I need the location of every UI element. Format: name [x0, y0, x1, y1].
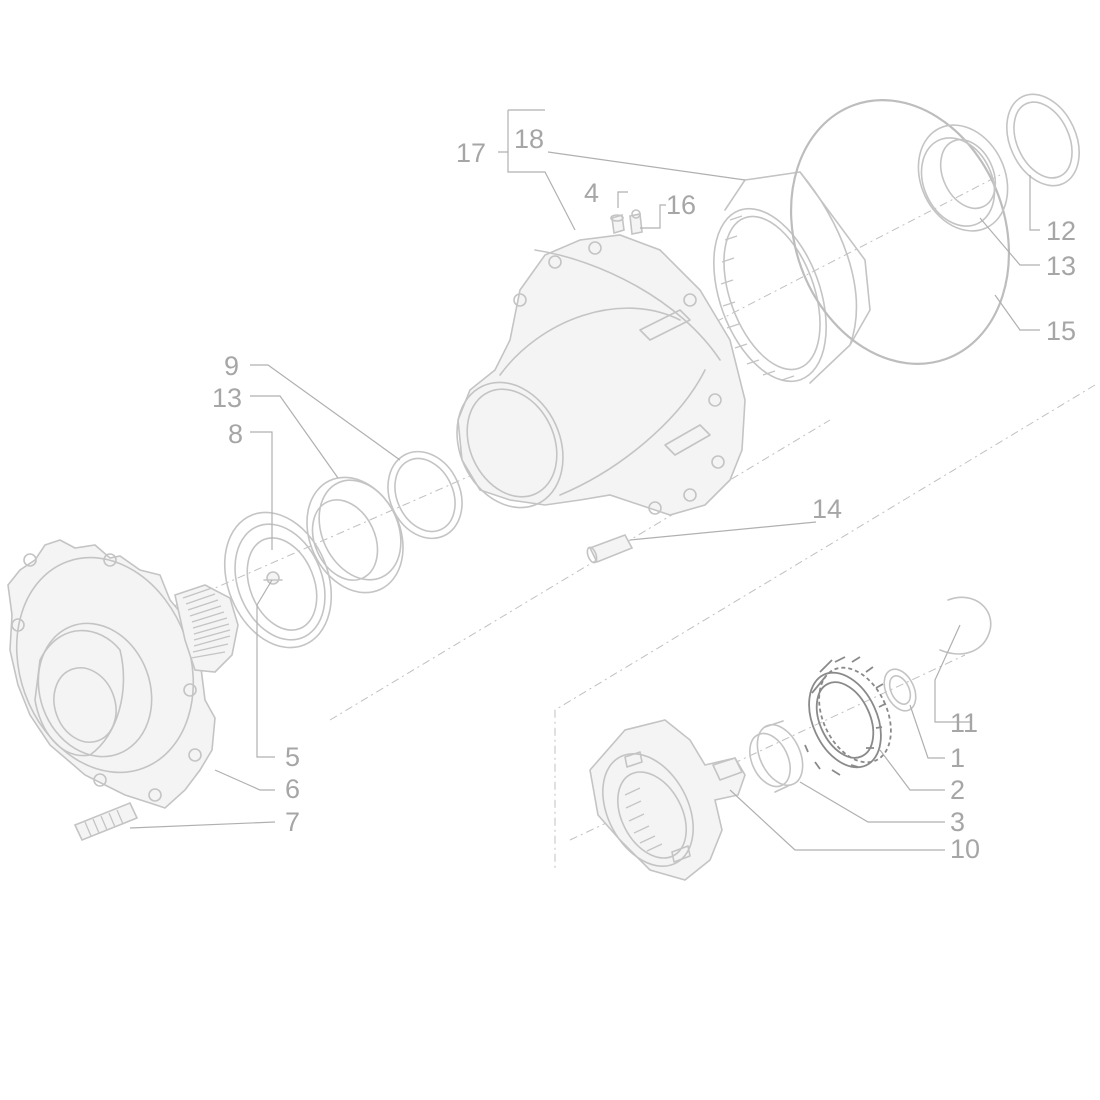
part-label-9: 9 — [224, 351, 239, 381]
planet-carrier — [589, 719, 746, 881]
small-plug — [610, 213, 625, 235]
part-label-13-upper: 13 — [1046, 251, 1076, 281]
seal — [223, 511, 333, 649]
part-label-4: 4 — [584, 178, 599, 208]
hub-spline-shaft — [174, 584, 239, 673]
bushing — [749, 720, 804, 793]
wheel-stud — [73, 801, 139, 842]
tapered-bearing-lower — [306, 476, 404, 594]
planet-gear — [804, 656, 892, 776]
part-label-13-lower: 13 — [212, 383, 242, 413]
leader-lines — [129, 109, 1040, 851]
ring-gear — [713, 171, 871, 384]
part-label-8: 8 — [228, 419, 243, 449]
part-label-12: 12 — [1046, 216, 1076, 246]
part-label-1: 1 — [950, 743, 965, 773]
part-label-15: 15 — [1046, 316, 1076, 346]
o-ring — [789, 99, 1011, 365]
screw — [586, 534, 634, 564]
plug — [263, 571, 283, 585]
spacer-ring — [387, 450, 463, 540]
part-number-labels: 17 18 4 16 12 13 15 9 13 8 14 5 6 7 11 1… — [212, 124, 1076, 864]
tapered-bearing-upper — [917, 124, 1009, 232]
part-label-18: 18 — [514, 124, 544, 154]
part-label-2: 2 — [950, 775, 965, 805]
planetary-housing — [456, 234, 746, 516]
part-label-14: 14 — [812, 494, 842, 524]
part-label-6: 6 — [285, 774, 300, 804]
part-label-7: 7 — [285, 807, 300, 837]
part-label-10: 10 — [950, 834, 980, 864]
assembly-boundary — [329, 384, 1096, 870]
lock-nut — [1006, 93, 1080, 187]
part-label-5: 5 — [285, 742, 300, 772]
breather-valve — [629, 209, 643, 235]
wheel-hub — [7, 539, 239, 809]
part-label-3: 3 — [950, 807, 965, 837]
part-label-16: 16 — [666, 190, 696, 220]
thrust-washer — [883, 668, 917, 712]
part-label-17: 17 — [456, 138, 486, 168]
snap-ring — [939, 596, 992, 655]
part-label-11: 11 — [950, 708, 978, 738]
